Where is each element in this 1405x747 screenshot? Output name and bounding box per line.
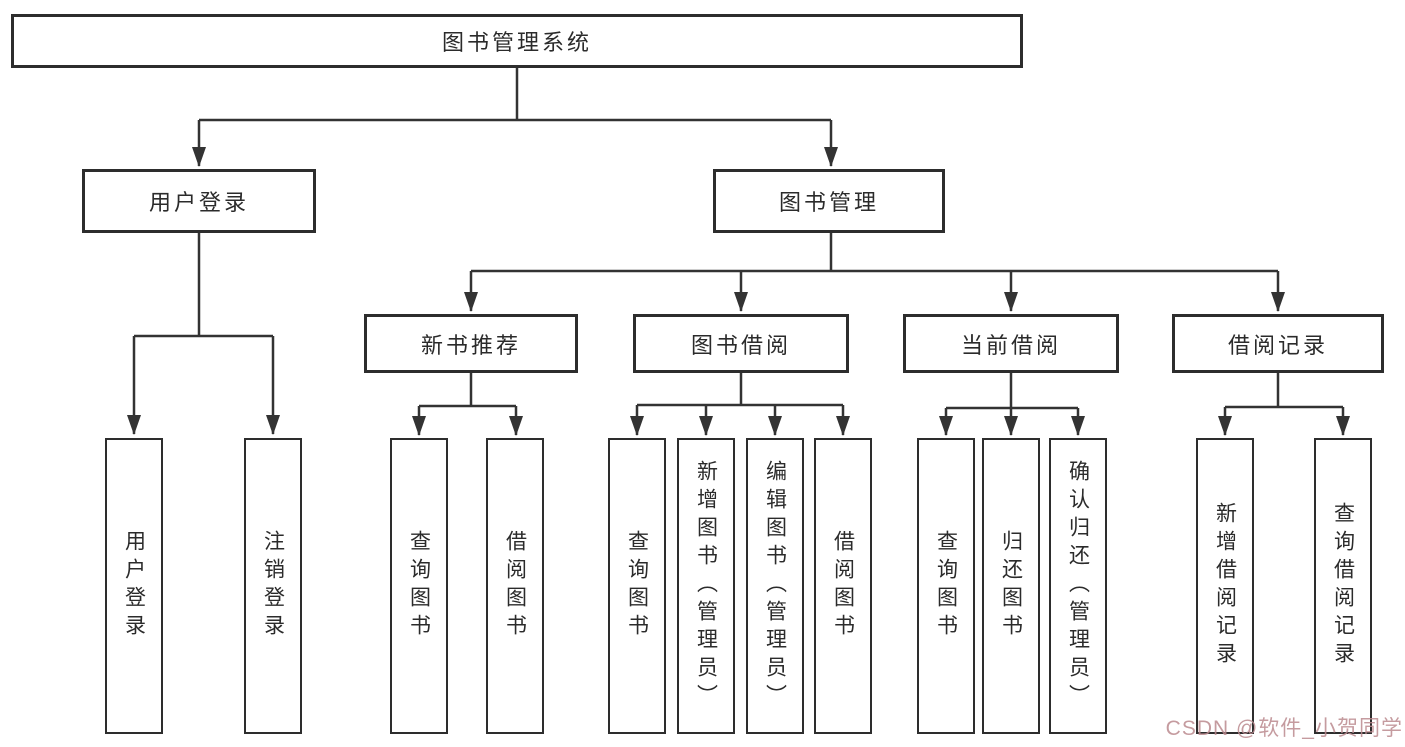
leaf-nb-borrow-books-label: 借阅图书	[503, 530, 527, 642]
node-borrow-records: 借阅记录	[1172, 314, 1384, 373]
node-root: 图书管理系统	[11, 14, 1023, 68]
leaf-cb-query-books: 查询图书	[917, 438, 975, 734]
node-new-book-recommend-label: 新书推荐	[420, 332, 521, 358]
leaf-br-add-record: 新增借阅记录	[1196, 438, 1254, 734]
node-book-management-label: 图书管理	[778, 190, 879, 215]
leaf-cb-query-books-label: 查询图书	[934, 530, 958, 642]
leaf-logout-label: 注销登录	[261, 530, 285, 642]
leaf-br-add-record-label: 新增借阅记录	[1213, 502, 1237, 670]
leaf-bb-add-books-admin-label: 新增图书（管理员）	[694, 460, 718, 712]
leaf-nb-borrow-books: 借阅图书	[486, 438, 544, 734]
leaf-cb-return-books: 归还图书	[982, 438, 1040, 734]
node-borrow-records-label: 借阅记录	[1227, 332, 1328, 358]
node-book-borrow-label: 图书借阅	[690, 332, 791, 358]
leaf-br-query-record: 查询借阅记录	[1314, 438, 1372, 734]
leaf-bb-query-books-label: 查询图书	[625, 530, 649, 642]
leaf-bb-query-books: 查询图书	[608, 438, 666, 734]
node-current-borrow-label: 当前借阅	[960, 332, 1061, 358]
leaf-bb-borrow-books-label: 借阅图书	[831, 530, 855, 642]
leaf-cb-confirm-return-admin-label: 确认归还（管理员）	[1066, 460, 1090, 712]
leaf-user-login: 用户登录	[105, 438, 163, 734]
node-new-book-recommend: 新书推荐	[364, 314, 578, 373]
leaf-logout: 注销登录	[244, 438, 302, 734]
leaf-cb-confirm-return-admin: 确认归还（管理员）	[1049, 438, 1107, 734]
leaf-bb-borrow-books: 借阅图书	[814, 438, 872, 734]
node-user-login: 用户登录	[82, 169, 316, 233]
leaf-cb-return-books-label: 归还图书	[999, 530, 1023, 642]
node-book-borrow: 图书借阅	[633, 314, 849, 373]
node-current-borrow: 当前借阅	[903, 314, 1119, 373]
node-root-label: 图书管理系统	[441, 30, 592, 55]
leaf-nb-query-books-label: 查询图书	[407, 530, 431, 642]
leaf-bb-edit-books-admin-label: 编辑图书（管理员）	[763, 460, 787, 712]
node-book-management: 图书管理	[713, 169, 945, 233]
node-user-login-label: 用户登录	[148, 190, 249, 215]
leaf-br-query-record-label: 查询借阅记录	[1331, 502, 1355, 670]
leaf-bb-add-books-admin: 新增图书（管理员）	[677, 438, 735, 734]
leaf-nb-query-books: 查询图书	[390, 438, 448, 734]
leaf-bb-edit-books-admin: 编辑图书（管理员）	[746, 438, 804, 734]
leaf-user-login-label: 用户登录	[122, 530, 146, 642]
